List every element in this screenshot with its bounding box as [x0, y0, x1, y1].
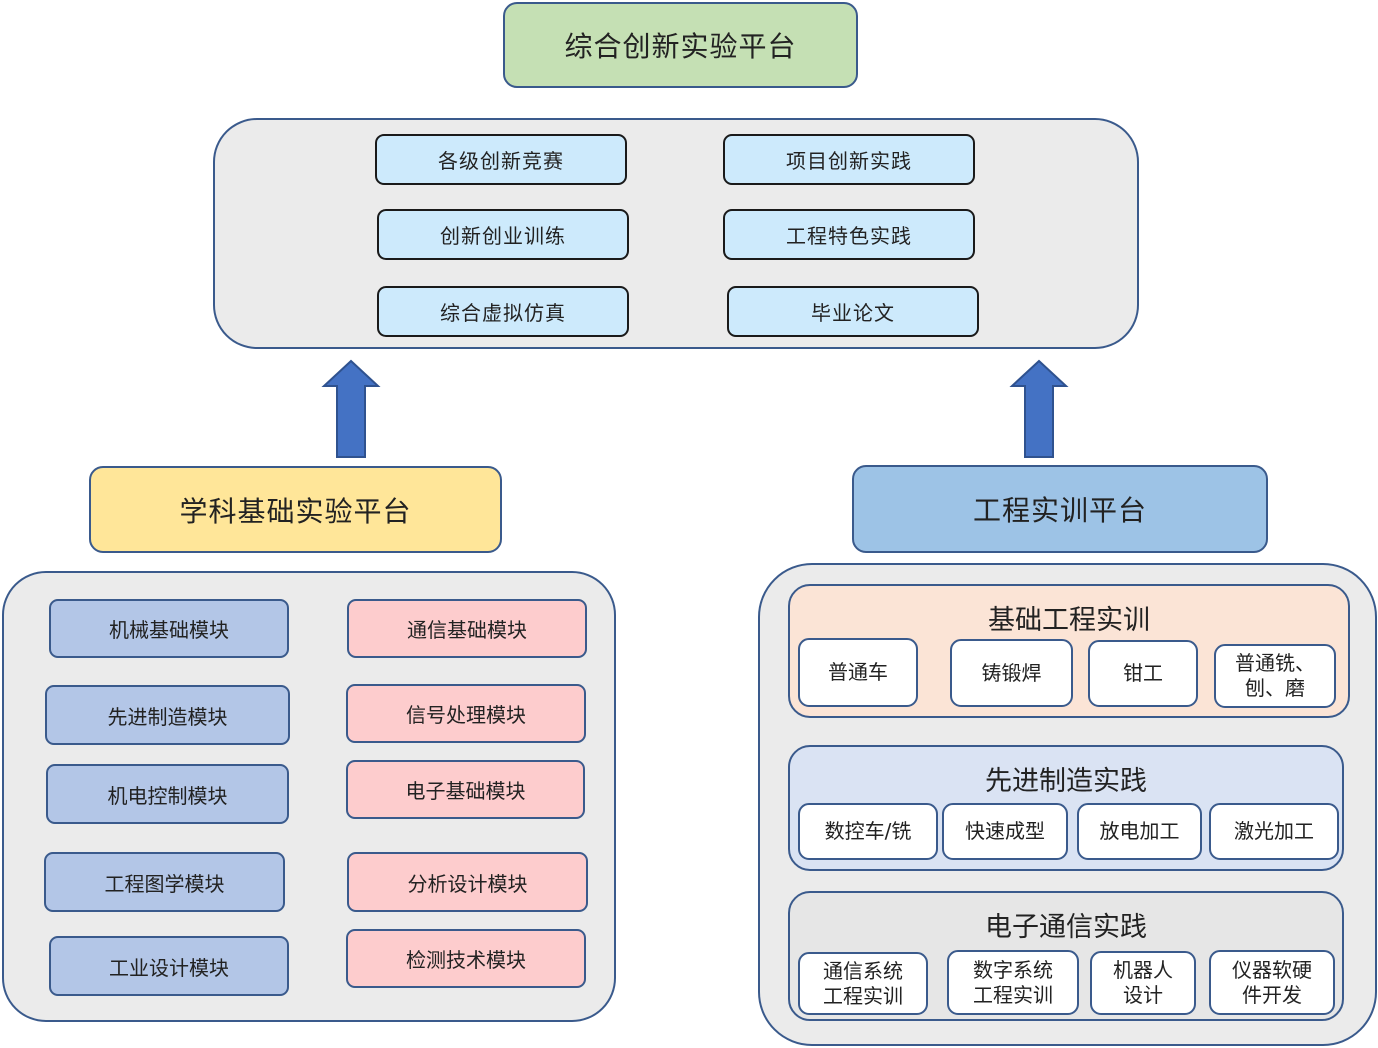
right-platform-title: 工程实训平台 [852, 465, 1268, 553]
module-detection-technology: 检测技术模块 [346, 929, 586, 988]
item-instrument-hw-sw-development: 仪器软硬 件开发 [1209, 950, 1335, 1015]
top-platform-title: 综合创新实验平台 [503, 2, 858, 88]
module-analysis-design: 分析设计模块 [347, 852, 588, 912]
module-mechanical-basics: 机械基础模块 [49, 599, 289, 658]
left-platform-title: 学科基础实验平台 [89, 466, 502, 553]
item-communication-system-training: 通信系统 工程实训 [798, 952, 928, 1015]
item-virtual-simulation: 综合虚拟仿真 [377, 286, 629, 337]
module-electronics-basics: 电子基础模块 [346, 760, 585, 819]
item-cnc-lathe-mill: 数控车/铣 [798, 803, 938, 860]
item-milling-planing-grinding: 普通铣、 刨、磨 [1214, 644, 1336, 708]
module-engineering-graphics: 工程图学模块 [44, 852, 285, 912]
item-laser-machining: 激光加工 [1209, 803, 1339, 860]
item-rapid-prototyping: 快速成型 [942, 803, 1068, 860]
item-lathe: 普通车 [798, 638, 918, 707]
module-advanced-manufacturing: 先进制造模块 [45, 685, 290, 745]
group-electronic-communication-practice-title: 电子通信实践 [985, 911, 1147, 943]
item-project-practice: 项目创新实践 [723, 134, 975, 185]
up-arrow-left [321, 359, 381, 458]
item-engineering-practice: 工程特色实践 [723, 209, 975, 260]
item-digital-system-training: 数字系统 工程实训 [947, 950, 1079, 1015]
item-robot-design: 机器人 设计 [1090, 951, 1196, 1015]
group-basic-engineering-training-title: 基础工程实训 [988, 604, 1150, 636]
module-communication-basics: 通信基础模块 [347, 599, 587, 658]
item-fitter: 钳工 [1088, 640, 1198, 707]
module-mechatronic-control: 机电控制模块 [46, 764, 289, 824]
item-edm: 放电加工 [1077, 803, 1202, 860]
item-entrepreneurship-training: 创新创业训练 [377, 209, 629, 260]
module-signal-processing: 信号处理模块 [346, 684, 586, 743]
item-casting-forging-welding: 铸锻焊 [950, 639, 1073, 707]
module-industrial-design: 工业设计模块 [49, 936, 289, 996]
group-advanced-manufacturing-practice-title: 先进制造实践 [985, 765, 1147, 797]
item-competitions: 各级创新竞赛 [375, 134, 627, 185]
up-arrow-right [1009, 359, 1069, 458]
item-thesis: 毕业论文 [727, 286, 979, 337]
top-platform-container [213, 118, 1139, 349]
